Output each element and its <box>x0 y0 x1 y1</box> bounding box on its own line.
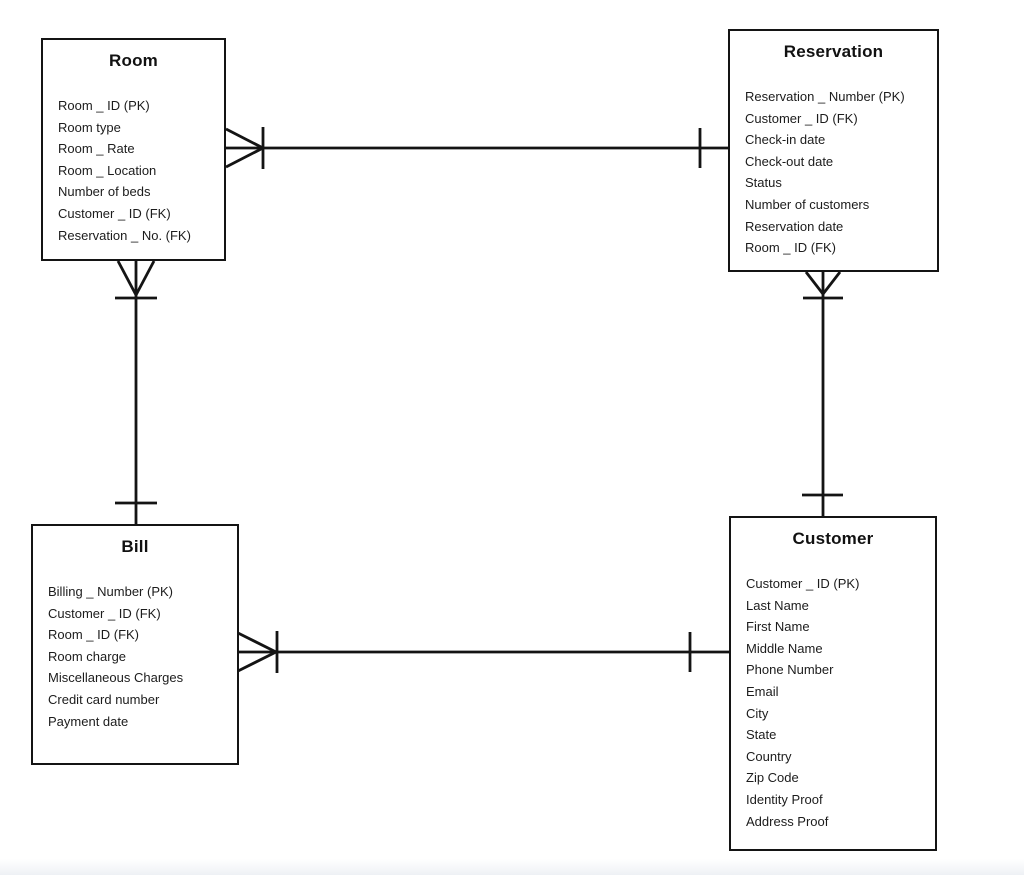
attribute: Reservation date <box>745 218 844 234</box>
attribute: Room type <box>58 119 121 135</box>
attribute: Room _ ID (FK) <box>745 240 837 256</box>
attribute: Last Name <box>746 597 809 613</box>
entity-customer-title: Customer <box>792 529 874 548</box>
relationship-reservation-customer <box>802 271 843 516</box>
attribute: Number of beds <box>58 184 151 200</box>
attribute: Room charge <box>48 648 127 664</box>
entity-bill: Bill Billing _ Number (PK) Customer _ ID… <box>31 524 239 765</box>
attribute: Middle Name <box>746 640 823 656</box>
attribute: State <box>746 727 777 743</box>
attribute: Identity Proof <box>746 791 823 807</box>
attribute: Reservation _ Number (PK) <box>745 89 905 104</box>
attribute: Status <box>745 175 782 191</box>
attribute: Room _ Rate <box>58 141 135 157</box>
attribute: Payment date <box>48 713 129 729</box>
attribute: Address Proof <box>746 813 829 829</box>
attribute: Customer _ ID (PK) <box>746 576 860 591</box>
crows-foot-many-icon <box>803 271 843 300</box>
attribute: Room _ Location <box>58 162 157 178</box>
entity-room: Room Room _ ID (PK) Room type Room _ Rat… <box>41 38 226 261</box>
attribute: Customer _ ID (FK) <box>48 605 161 621</box>
attribute: Reservation _ No. (FK) <box>58 227 191 243</box>
entity-reservation-attributes: Reservation _ Number (PK) Customer _ ID … <box>730 86 937 259</box>
crows-foot-many-icon <box>237 631 279 673</box>
attribute: Credit card number <box>48 691 160 707</box>
attribute: Miscellaneous Charges <box>48 670 184 686</box>
entity-customer-attributes: Customer _ ID (PK) Last Name First Name … <box>731 573 935 832</box>
entity-room-attributes: Room _ ID (PK) Room type Room _ Rate Roo… <box>43 95 224 246</box>
entity-reservation-title: Reservation <box>783 42 884 61</box>
relationship-room-bill <box>115 260 157 524</box>
entity-customer: Customer Customer _ ID (PK) Last Name Fi… <box>729 516 937 851</box>
entity-bill-title: Bill <box>121 537 149 556</box>
attribute: Country <box>746 748 792 764</box>
attribute: Email <box>746 683 779 699</box>
attribute: Check-out date <box>745 153 834 169</box>
crows-foot-many-icon <box>115 260 157 300</box>
entity-room-title: Room <box>109 51 158 70</box>
entity-reservation: Reservation Reservation _ Number (PK) Cu… <box>728 29 939 272</box>
attribute: City <box>746 705 769 721</box>
attribute: Room _ ID (PK) <box>58 98 150 113</box>
attribute: First Name <box>746 619 810 635</box>
bottom-gradient <box>0 859 1024 875</box>
attribute: Customer _ ID (FK) <box>745 110 858 126</box>
attribute: Check-in date <box>745 132 826 148</box>
attribute: Zip Code <box>746 770 799 786</box>
attribute: Room _ ID (FK) <box>48 627 140 643</box>
relationship-bill-customer <box>237 631 729 673</box>
attribute: Phone Number <box>746 662 834 678</box>
attribute: Billing _ Number (PK) <box>48 584 173 599</box>
crows-foot-many-icon <box>225 127 265 169</box>
attribute: Number of customers <box>745 196 870 212</box>
entity-bill-attributes: Billing _ Number (PK) Customer _ ID (FK)… <box>33 581 237 732</box>
attribute: Customer _ ID (FK) <box>58 205 171 221</box>
relationship-room-reservation <box>225 127 728 169</box>
